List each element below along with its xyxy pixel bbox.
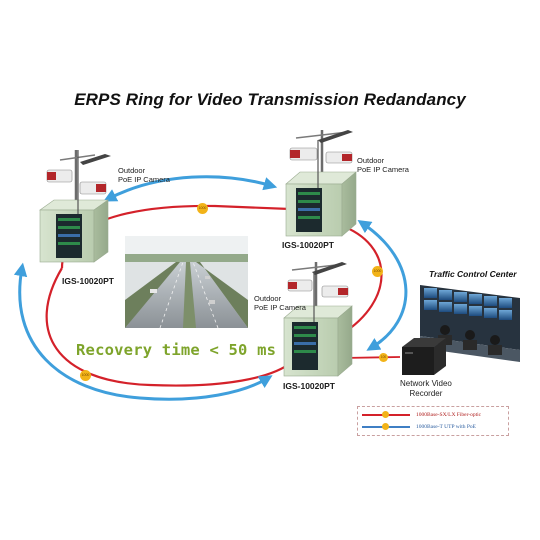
highway-photo [125,236,248,329]
link-badge-top: 1000 [197,203,208,214]
camera-label-bottom-right: Outdoor PoE IP Camera [254,294,306,312]
arrow-right [357,219,408,351]
cabinet-left [39,150,111,263]
link-badge-right: 1000 [372,266,383,277]
page-title: ERPS Ring for Video Transmission Redanda… [74,90,466,109]
link-badge-left-bottom: 1000 [80,370,91,381]
arrow-top [103,175,278,202]
legend-item-utp: 1000Base-T UTP with PoE [362,422,507,432]
legend-label-utp: 1000Base-T UTP with PoE [416,424,477,430]
cabinet-top-right [285,130,357,237]
link-badge-nvr: 100 [379,353,388,362]
camera-label-top-right: Outdoor PoE IP Camera [357,156,409,174]
legend-item-fiber: 1000Base-SX/LX Fiber-optic [362,410,507,420]
cabinet-bottom-right [283,262,353,377]
legend-label-fiber: 1000Base-SX/LX Fiber-optic [416,412,482,418]
traffic-control-center-label: Traffic Control Center [429,269,517,279]
switch-label-left: IGS-10020PT [62,276,114,286]
nvr-device [402,338,446,375]
nvr-label: Network Video Recorder [400,379,452,398]
switch-label-top-right: IGS-10020PT [282,240,334,250]
camera-label-left: Outdoor PoE IP Camera [118,166,170,184]
switch-label-bottom-right: IGS-10020PT [283,381,335,391]
arrow-left-bottom [13,262,273,401]
legend-dot-utp [382,423,389,430]
traffic-control-center-image [420,285,520,362]
legend: 1000Base-SX/LX Fiber-optic 1000Base-T UT… [357,406,509,436]
legend-dot-fiber [382,411,389,418]
recovery-time-text: Recovery time < 50 ms [76,341,277,359]
